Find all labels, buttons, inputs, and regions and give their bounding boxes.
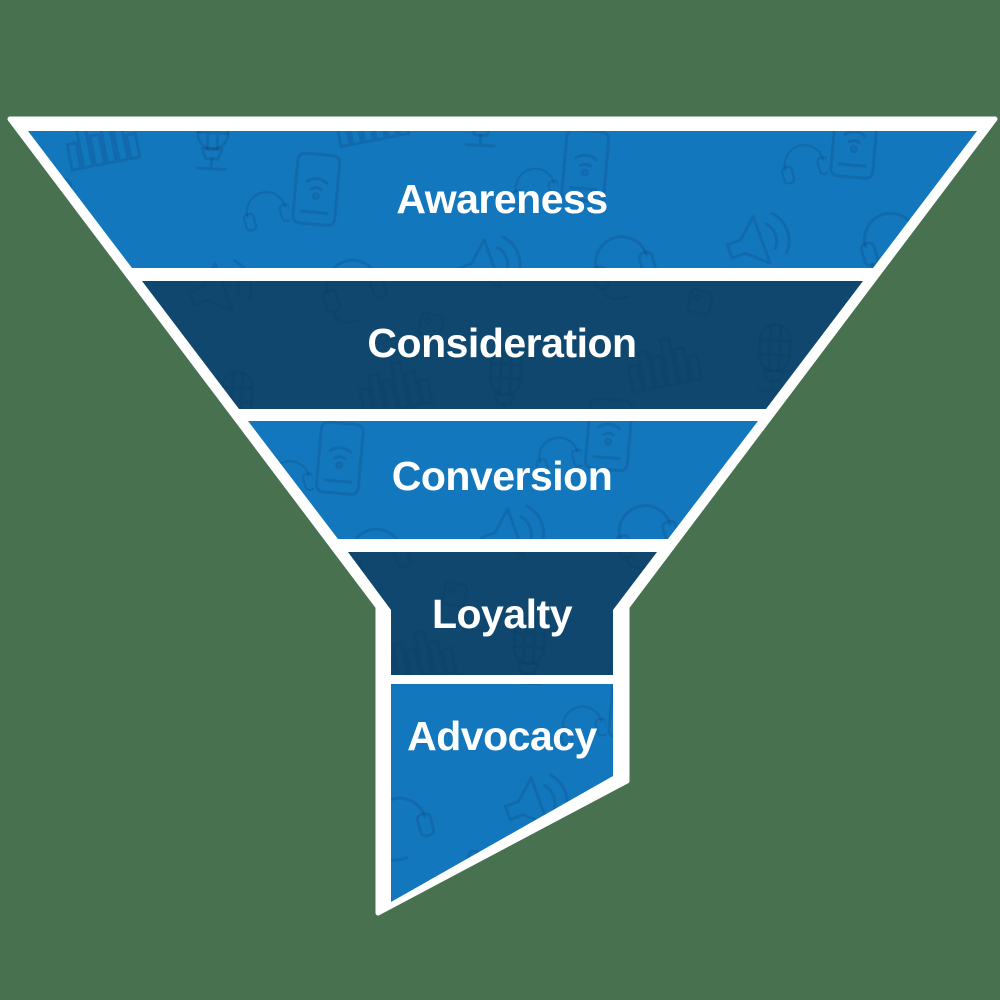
funnel-stage-awareness: Awareness — [28, 131, 977, 268]
funnel-stage-conversion-label: Conversion — [392, 453, 613, 499]
funnel-stage-loyalty-pattern — [348, 552, 657, 675]
funnel-stage-advocacy: Advocacy — [391, 684, 613, 902]
funnel-stage-loyalty-label: Loyalty — [432, 591, 573, 637]
funnel-stage-consideration: Consideration — [142, 281, 863, 409]
funnel-stage-awareness-label: Awareness — [396, 176, 607, 222]
funnel-stage-advocacy-pattern — [391, 684, 613, 902]
funnel-stage-conversion-pattern — [248, 421, 758, 539]
funnel-stage-advocacy-label: Advocacy — [407, 713, 597, 759]
funnel-stage-awareness-pattern — [28, 131, 977, 268]
funnel-stage-conversion: Conversion — [248, 421, 758, 539]
funnel-stage-consideration-pattern — [142, 281, 863, 409]
funnel-stage-consideration-label: Consideration — [367, 320, 636, 366]
funnel-stage-loyalty: Loyalty — [348, 552, 657, 675]
